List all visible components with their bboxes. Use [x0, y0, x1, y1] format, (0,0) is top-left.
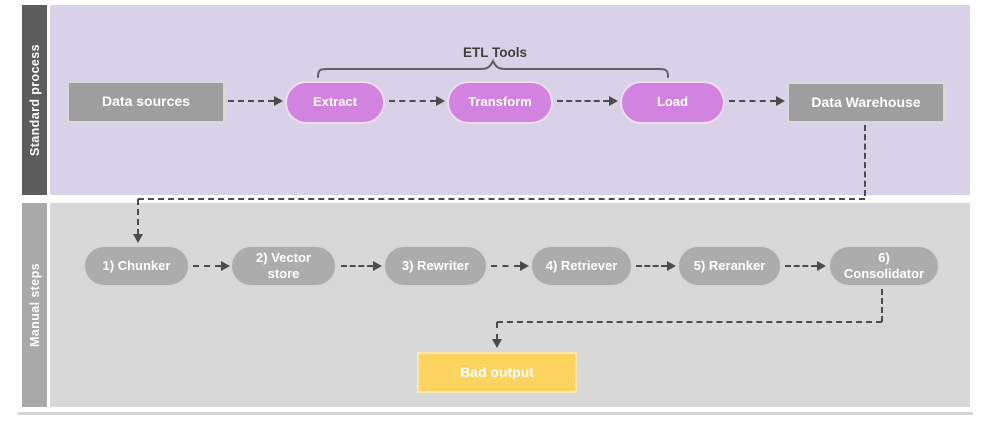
- node-chunker-label: 1) Chunker: [102, 257, 171, 273]
- node-extract-label: Extract: [312, 94, 358, 110]
- arrowhead-rewriter-retriever: [520, 261, 529, 271]
- node-consolidator-label: 6) Consolidator: [843, 249, 925, 281]
- node-data-sources-label: Data sources: [102, 93, 190, 110]
- node-consolidator: 6) Consolidator: [828, 245, 940, 287]
- node-reranker-label: 5) Reranker: [693, 257, 766, 273]
- connector-datasources-extract: [228, 100, 274, 102]
- lane-label-standard-process: Standard process: [27, 44, 42, 156]
- connector-cross-lane: [138, 198, 865, 200]
- connector-reranker-consolidator: [785, 265, 817, 267]
- node-chunker: 1) Chunker: [83, 245, 190, 287]
- lane-bar-standard-process: Standard process: [22, 5, 47, 195]
- arrowhead-into-badoutput: [492, 339, 502, 348]
- connector-vectorstore-rewriter: [341, 265, 373, 267]
- etl-tools-brace: [317, 58, 669, 78]
- node-load-label: Load: [656, 94, 689, 110]
- bottom-divider-line: [18, 412, 973, 415]
- node-data-warehouse: Data Warehouse: [787, 82, 945, 123]
- node-reranker: 5) Reranker: [677, 245, 782, 287]
- arrowhead-load-warehouse: [776, 96, 785, 106]
- arrowhead-reranker-consolidator: [817, 261, 826, 271]
- connector-into-chunker: [137, 199, 139, 235]
- connector-into-badoutput: [496, 322, 498, 340]
- arrowhead-retriever-reranker: [667, 261, 676, 271]
- connector-load-warehouse: [729, 100, 776, 102]
- node-vector-store: 2) Vector store: [230, 245, 337, 287]
- arrowhead-extract-transform: [436, 96, 445, 106]
- arrowhead-transform-load: [609, 96, 618, 106]
- connector-transform-load: [557, 100, 609, 102]
- node-retriever: 4) Retriever: [530, 245, 633, 287]
- connector-rewriter-retriever: [491, 265, 520, 267]
- connector-consolidator-left: [497, 321, 882, 323]
- connector-retriever-reranker: [636, 265, 667, 267]
- node-transform: Transform: [447, 81, 553, 124]
- node-extract: Extract: [285, 81, 385, 124]
- lane-bar-manual-steps: Manual steps: [22, 203, 47, 407]
- connector-consolidator-down: [881, 289, 883, 322]
- node-rewriter: 3) Rewriter: [383, 245, 488, 287]
- arrowhead-vectorstore-rewriter: [373, 261, 382, 271]
- node-retriever-label: 4) Retriever: [545, 257, 618, 273]
- node-transform-label: Transform: [468, 94, 532, 110]
- etl-tools-group-label: ETL Tools: [463, 45, 527, 60]
- node-bad-output: Bad output: [417, 352, 577, 393]
- node-vector-store-label: 2) Vector store: [256, 249, 311, 281]
- node-data-warehouse-label: Data Warehouse: [811, 93, 921, 110]
- arrowhead-into-chunker: [133, 234, 143, 243]
- arrowhead-chunker-vectorstore: [221, 261, 230, 271]
- node-rewriter-label: 3) Rewriter: [401, 257, 470, 273]
- node-load: Load: [620, 81, 725, 124]
- lane-label-manual-steps: Manual steps: [27, 263, 42, 347]
- connector-warehouse-down: [864, 125, 866, 196]
- arrowhead-datasources-extract: [274, 96, 283, 106]
- connector-extract-transform: [389, 100, 436, 102]
- node-bad-output-label: Bad output: [460, 363, 534, 380]
- connector-chunker-vectorstore: [193, 265, 221, 267]
- node-data-sources: Data sources: [67, 81, 225, 123]
